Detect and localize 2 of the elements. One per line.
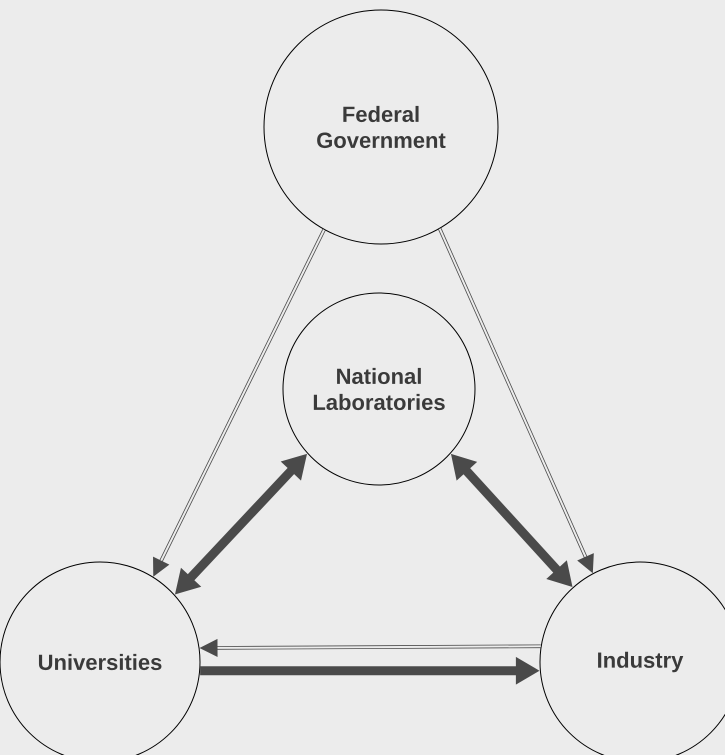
circle-node: National Laboratories (282, 292, 476, 486)
circle-node: Federal Government (264, 10, 498, 244)
